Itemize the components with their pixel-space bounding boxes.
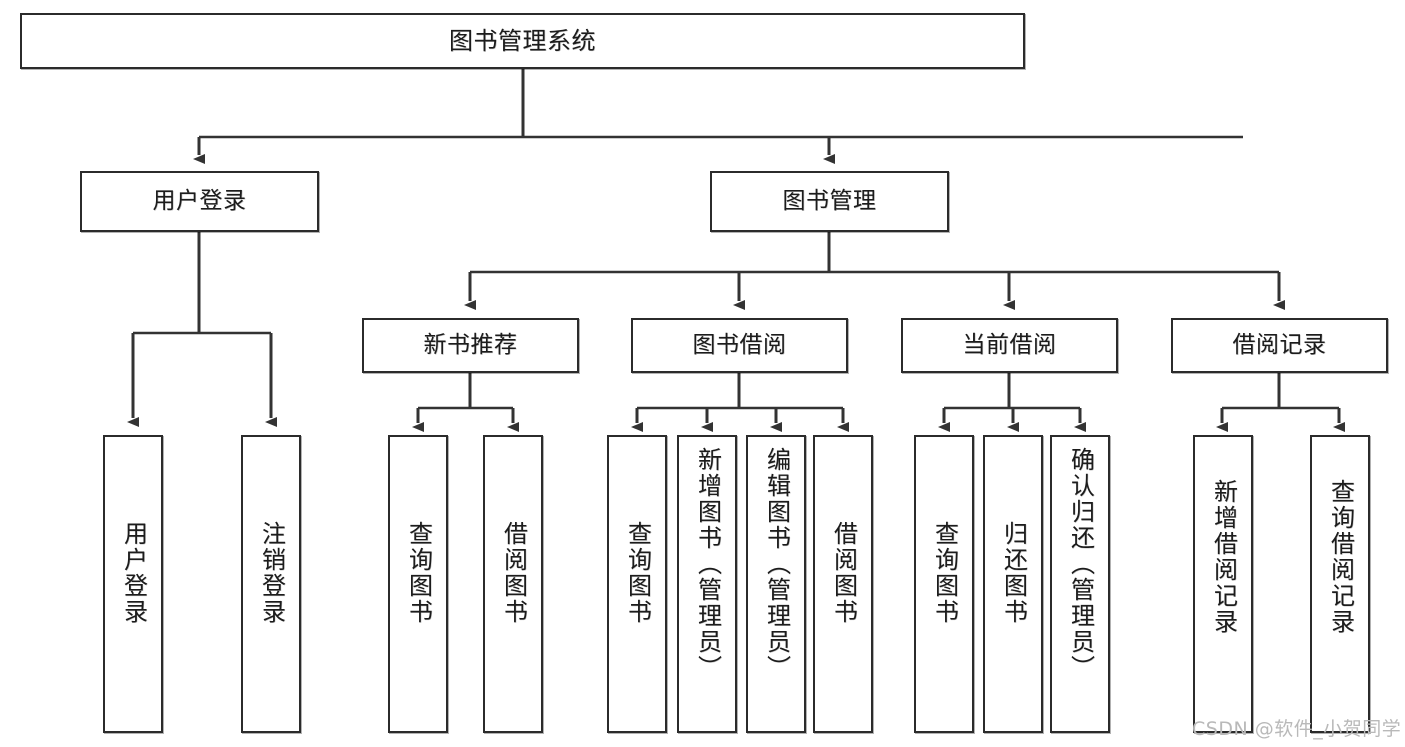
node-leaf-add-book[interactable]: 新增图书（管理员） — [677, 435, 737, 733]
node-label: 查询图书 — [930, 521, 959, 625]
node-label: 新增图书（管理员） — [693, 447, 722, 681]
node-borrow-record[interactable]: 借阅记录 — [1171, 318, 1388, 373]
node-label: 当前借阅 — [962, 331, 1057, 358]
node-book-borrow[interactable]: 图书借阅 — [631, 318, 848, 373]
node-label: 借阅记录 — [1232, 331, 1327, 358]
node-label: 图书管理系统 — [449, 26, 596, 55]
node-label: 注销登录 — [257, 521, 286, 625]
node-leaf-confirm-return[interactable]: 确认归还（管理员） — [1050, 435, 1110, 733]
node-label: 新书推荐 — [423, 331, 518, 358]
node-leaf-add-record[interactable]: 新增借阅记录 — [1193, 435, 1253, 733]
watermark-text: CSDN @软件_小贺同学 — [1192, 718, 1402, 740]
node-new-book-recommend[interactable]: 新书推荐 — [362, 318, 579, 373]
node-label: 借阅图书 — [499, 521, 528, 625]
node-leaf-logout-login[interactable]: 注销登录 — [241, 435, 301, 733]
node-label: 图书管理 — [782, 187, 877, 214]
node-root-system[interactable]: 图书管理系统 — [20, 13, 1025, 69]
node-label: 图书借阅 — [692, 331, 787, 358]
node-label: 查询图书 — [404, 521, 433, 625]
node-user-login[interactable]: 用户登录 — [80, 171, 319, 232]
node-label: 借阅图书 — [829, 521, 858, 625]
node-label: 查询借阅记录 — [1326, 479, 1355, 635]
node-leaf-edit-book[interactable]: 编辑图书（管理员） — [746, 435, 806, 733]
node-label: 用户登录 — [152, 187, 247, 214]
node-leaf-return-book[interactable]: 归还图书 — [983, 435, 1043, 733]
node-label: 查询图书 — [623, 521, 652, 625]
node-book-management[interactable]: 图书管理 — [710, 171, 949, 232]
node-leaf-query-record[interactable]: 查询借阅记录 — [1310, 435, 1370, 733]
node-label: 新增借阅记录 — [1209, 479, 1238, 635]
node-leaf-query-book-3[interactable]: 查询图书 — [914, 435, 974, 733]
node-label: 确认归还（管理员） — [1066, 447, 1095, 681]
node-current-borrow[interactable]: 当前借阅 — [901, 318, 1118, 373]
node-leaf-query-book-2[interactable]: 查询图书 — [607, 435, 667, 733]
node-leaf-borrow-book-1[interactable]: 借阅图书 — [483, 435, 543, 733]
node-label: 归还图书 — [999, 521, 1028, 625]
node-leaf-user-login[interactable]: 用户登录 — [103, 435, 163, 733]
node-label: 用户登录 — [119, 521, 148, 625]
node-leaf-query-book-1[interactable]: 查询图书 — [388, 435, 448, 733]
node-leaf-borrow-book-2[interactable]: 借阅图书 — [813, 435, 873, 733]
node-label: 编辑图书（管理员） — [762, 447, 791, 681]
